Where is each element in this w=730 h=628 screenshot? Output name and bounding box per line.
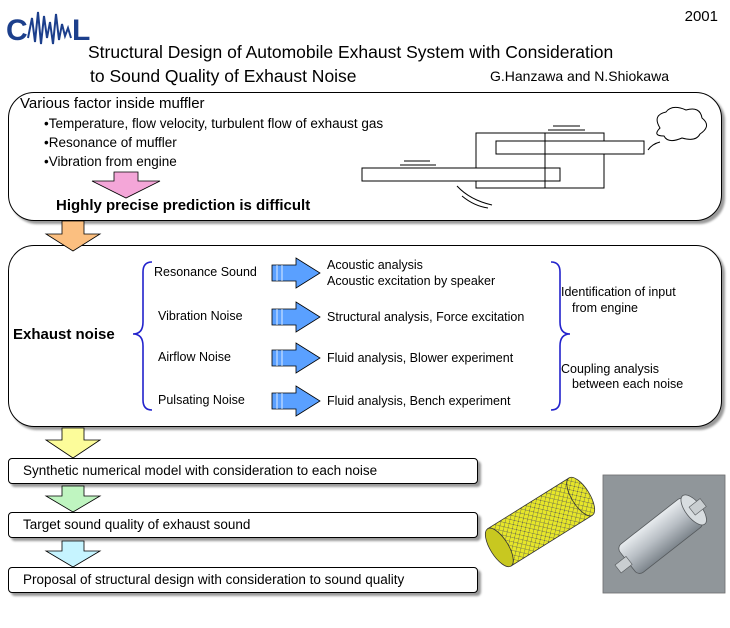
down-arrow-yellow xyxy=(44,427,102,459)
coupling-note-line-1: Coupling analysis xyxy=(561,362,659,376)
sound-curve xyxy=(647,141,661,151)
logo-letter-c: C xyxy=(6,14,28,47)
sound-cloud-icon xyxy=(656,106,707,142)
caml-logo: C L xyxy=(6,11,90,47)
title-line-1: Structural Design of Automobile Exhaust … xyxy=(88,42,614,62)
step-box-structural-proposal: Proposal of structural design with consi… xyxy=(8,567,478,593)
analysis-arrow xyxy=(271,385,321,417)
step-label: Synthetic numerical model with considera… xyxy=(23,463,378,478)
down-arrow-orange xyxy=(44,220,102,252)
noise-type-label: Pulsating Noise xyxy=(158,393,245,407)
exhaust-noise-panel xyxy=(8,245,722,427)
outlet-pipe xyxy=(495,140,645,155)
prediction-difficult-label: Highly precise prediction is difficult xyxy=(56,197,311,214)
title-line-2: to Sound Quality of Exhaust Noise xyxy=(90,66,357,86)
step-box-target-sound: Target sound quality of exhaust sound xyxy=(8,512,478,538)
right-brace xyxy=(550,261,571,411)
down-arrow-pink xyxy=(91,171,161,199)
analysis-label: Fluid analysis, Bench experiment xyxy=(327,394,511,408)
muffler-photo xyxy=(602,474,726,594)
left-brace xyxy=(132,261,153,411)
noise-type-label: Resonance Sound xyxy=(154,265,257,279)
authors: G.Hanzawa and N.Shiokawa xyxy=(490,68,669,84)
exhaust-noise-label: Exhaust noise xyxy=(13,326,115,343)
analysis-label: Acoustic excitation by speaker xyxy=(327,274,496,288)
flow-curve xyxy=(461,195,489,209)
step-label: Proposal of structural design with consi… xyxy=(23,572,405,587)
page-title: Structural Design of Automobile Exhaust … xyxy=(88,40,613,88)
analysis-label: Fluid analysis, Blower experiment xyxy=(327,351,514,365)
step-box-numerical-model: Synthetic numerical model with considera… xyxy=(8,458,478,484)
logo-waveform xyxy=(27,11,72,45)
fe-mesh-muffler-model xyxy=(484,476,596,568)
factors-heading: Various factor inside muffler xyxy=(20,95,205,112)
factor-bullet: •Resonance of muffler xyxy=(44,135,177,150)
analysis-arrow xyxy=(271,257,321,289)
identification-note-line-1: Identification of input xyxy=(561,285,676,299)
muffler-schematic xyxy=(361,106,707,209)
flow-curve xyxy=(456,185,493,206)
noise-type-label: Vibration Noise xyxy=(158,309,243,323)
analysis-arrow xyxy=(271,301,321,333)
down-arrow-cyan xyxy=(44,540,102,568)
coupling-note-line-2: between each noise xyxy=(572,377,684,391)
year-label: 2001 xyxy=(684,8,718,25)
step-label: Target sound quality of exhaust sound xyxy=(23,517,251,532)
analysis-label: Acoustic analysis xyxy=(327,258,423,272)
analysis-arrow xyxy=(271,342,321,374)
down-arrow-green xyxy=(44,485,102,513)
noise-type-label: Airflow Noise xyxy=(158,350,231,364)
factor-bullet: •Temperature, flow velocity, turbulent f… xyxy=(44,116,384,131)
logo-letter-l: L xyxy=(72,14,90,47)
identification-note-line-2: from engine xyxy=(572,301,639,315)
factor-bullet: •Vibration from engine xyxy=(44,154,177,169)
inlet-pipe xyxy=(361,167,561,182)
analysis-label: Structural analysis, Force excitation xyxy=(327,310,525,324)
